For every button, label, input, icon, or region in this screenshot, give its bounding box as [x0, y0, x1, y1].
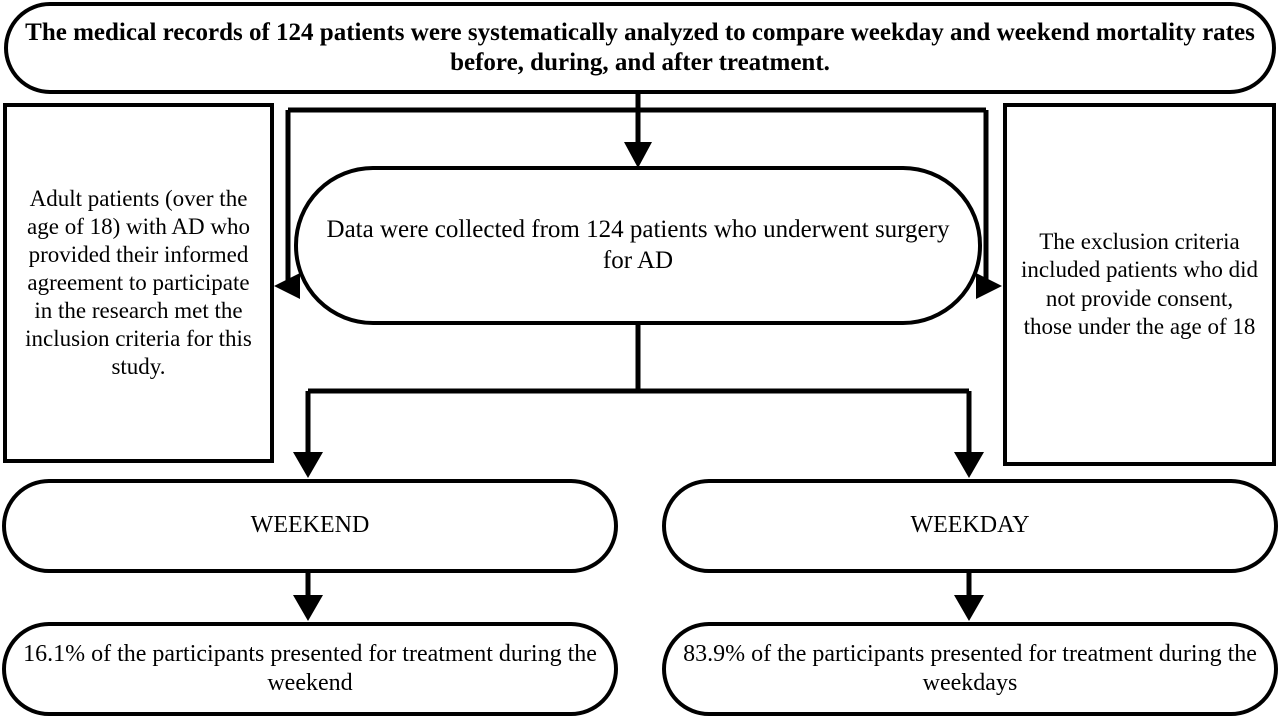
- weekday-branch-node: WEEKDAY: [662, 479, 1278, 573]
- study-description-text: The medical records of 124 patients were…: [25, 18, 1255, 77]
- arrowhead-title-to-data: [624, 142, 652, 168]
- arrowhead-title-to-inclusion: [274, 273, 300, 299]
- arrowhead-weekend-to-result: [293, 595, 323, 621]
- data-collection-node: Data were collected from 124 patients wh…: [294, 166, 982, 325]
- weekday-result-text: 83.9% of the participants presented for …: [683, 640, 1257, 696]
- inclusion-criteria-text: Adult patients (over the age of 18) with…: [25, 185, 252, 380]
- weekday-branch-label: WEEKDAY: [910, 512, 1030, 539]
- arrowhead-data-to-weekday: [954, 452, 984, 478]
- exclusion-criteria-text: The exclusion criteria included patients…: [1021, 229, 1258, 339]
- arrowhead-title-to-exclusion: [976, 273, 1002, 299]
- weekend-branch-node: WEEKEND: [2, 479, 618, 573]
- weekend-result-text: 16.1% of the participants presented for …: [23, 640, 597, 696]
- weekend-result-node: 16.1% of the participants presented for …: [2, 622, 618, 716]
- inclusion-criteria-node: Adult patients (over the age of 18) with…: [3, 103, 274, 463]
- arrowhead-weekday-to-result: [954, 595, 984, 621]
- exclusion-criteria-node: The exclusion criteria included patients…: [1003, 103, 1276, 466]
- weekday-result-node: 83.9% of the participants presented for …: [662, 622, 1278, 716]
- study-description-node: The medical records of 124 patients were…: [4, 2, 1276, 94]
- data-collection-text: Data were collected from 124 patients wh…: [326, 216, 950, 274]
- weekend-branch-label: WEEKEND: [250, 512, 370, 539]
- arrowhead-data-to-weekend: [293, 452, 323, 478]
